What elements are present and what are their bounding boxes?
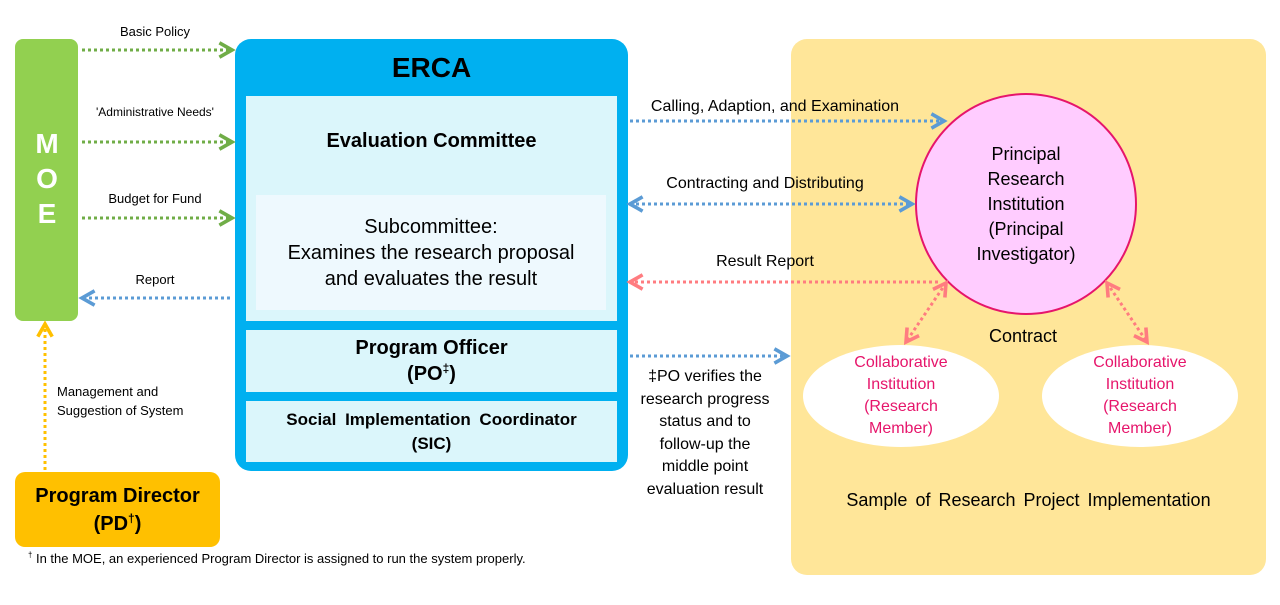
- principal-line: (Principal: [988, 218, 1064, 239]
- footnote: † In the MOE, an experienced Program Dir…: [28, 550, 526, 566]
- collab-line: Collaborative: [1093, 354, 1187, 371]
- evaluation-committee-title: Evaluation Committee: [326, 130, 537, 152]
- collab-line: Member): [868, 420, 933, 437]
- collaborative-institution-2: Collaborative Institution (Research Memb…: [1042, 345, 1238, 447]
- label-po-note: ‡PO verifies the research progress statu…: [640, 368, 770, 498]
- program-director-abbr: (PD†): [93, 510, 142, 535]
- contract-label: Contract: [988, 326, 1058, 346]
- collab-line: (Research: [1103, 398, 1177, 415]
- program-officer-abbr: (PO‡): [407, 361, 456, 385]
- erca-title: ERCA: [391, 52, 472, 83]
- program-director-box: Program Director (PD†): [15, 472, 220, 547]
- program-officer-box: Program Officer (PO‡): [246, 330, 617, 392]
- collab-line: Institution: [866, 376, 936, 393]
- program-director-title: Program Director: [35, 484, 200, 507]
- principal-line: Research: [987, 168, 1065, 189]
- sic-box: Social Implementation Coordinator (SIC): [246, 401, 617, 462]
- subcommittee-line: Subcommittee:: [364, 215, 498, 238]
- label-basic-policy: Basic Policy: [119, 24, 191, 39]
- label-administrative-needs: 'Administrative Needs': [96, 105, 214, 119]
- collab-line: (Research: [864, 398, 938, 415]
- subcommittee-box: Subcommittee: Examines the research prop…: [256, 195, 606, 310]
- principal-line: Institution: [987, 193, 1065, 214]
- principal-line: Investigator): [976, 243, 1076, 264]
- label-management: Management and Suggestion of System: [57, 384, 184, 418]
- label-contracting: Contracting and Distributing: [666, 175, 864, 192]
- label-result-report: Result Report: [716, 253, 814, 270]
- collab-line: Collaborative: [854, 354, 948, 371]
- moe-box: MOE: [15, 39, 78, 321]
- sic-abbr: (SIC): [411, 433, 452, 453]
- arrow-contract-left: [903, 279, 949, 346]
- collaborative-institution-1: Collaborative Institution (Research Memb…: [803, 345, 999, 447]
- principal-line: Principal: [991, 143, 1061, 164]
- label-calling: Calling, Adaption, and Examination: [650, 98, 900, 115]
- principal-institution-circle: Principal Research Institution (Principa…: [915, 93, 1137, 315]
- moe-label: MOE: [31, 127, 63, 233]
- implementation-caption: Sample of Research Project Implementatio…: [846, 490, 1211, 510]
- label-report: Report: [135, 272, 175, 287]
- arrow-contract-right: [1104, 279, 1150, 346]
- subcommittee-line: and evaluates the result: [324, 267, 538, 290]
- label-budget-for-fund: Budget for Fund: [108, 191, 202, 206]
- collab-line: Institution: [1105, 376, 1175, 393]
- program-officer-title: Program Officer: [355, 337, 508, 359]
- collab-line: Member): [1107, 420, 1172, 437]
- subcommittee-line: Examines the research proposal: [287, 241, 575, 264]
- sic-title: Social Implementation Coordinator: [286, 409, 577, 429]
